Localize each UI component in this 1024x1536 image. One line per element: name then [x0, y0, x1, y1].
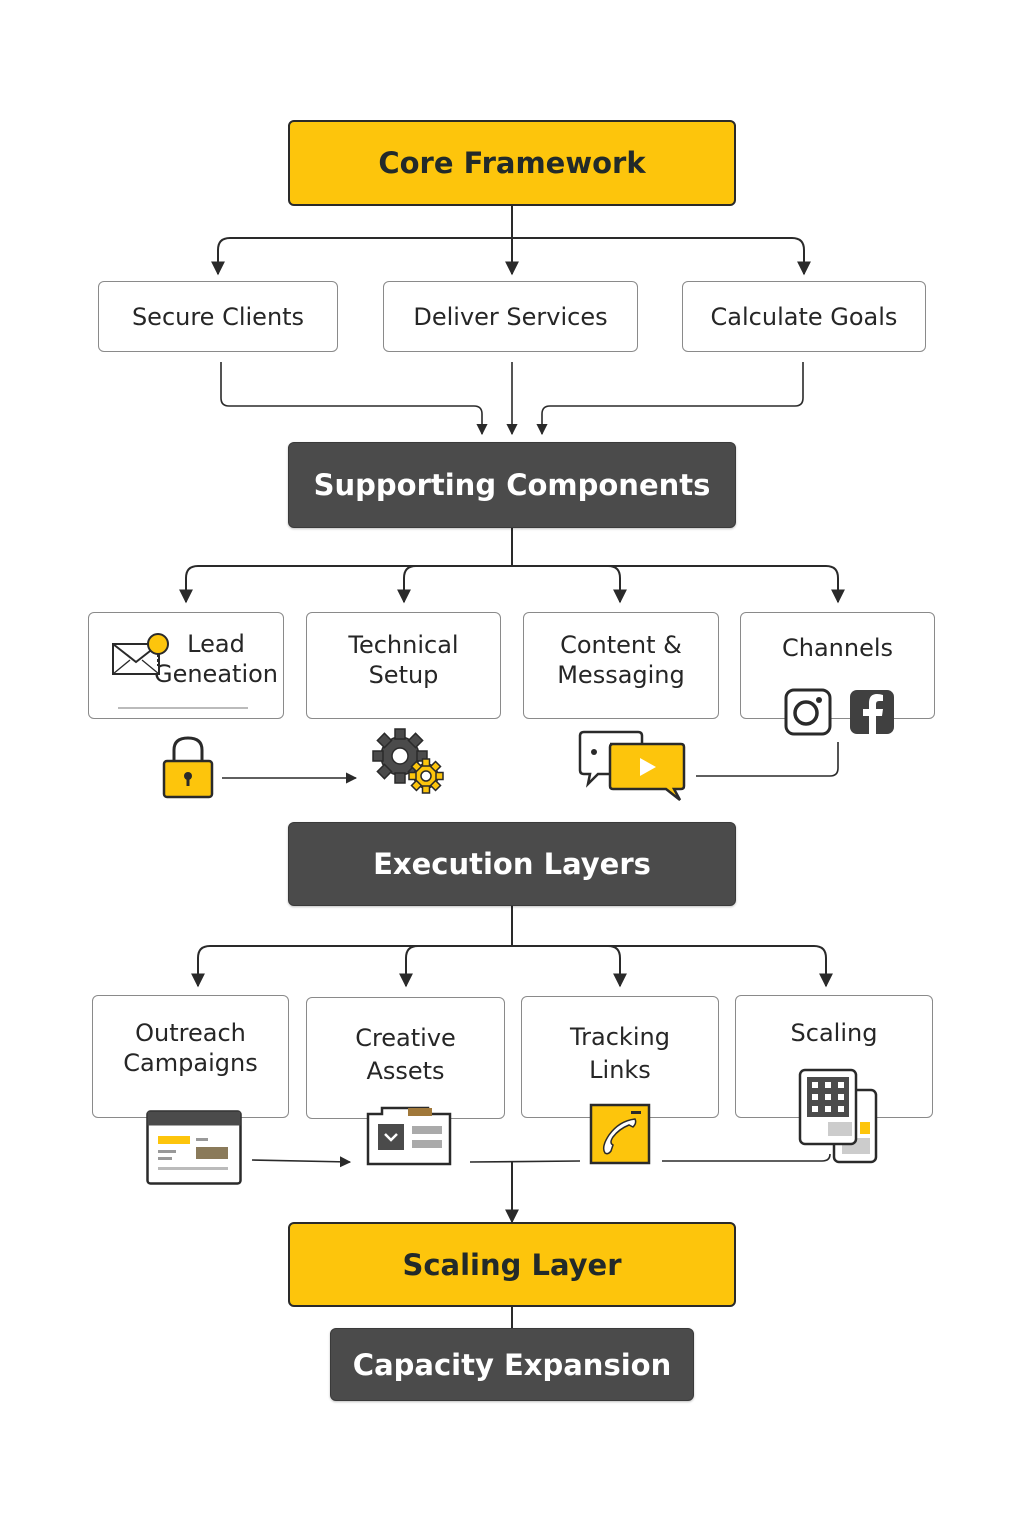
outreach-campaigns-node[interactable]: Outreach Campaigns: [92, 995, 289, 1118]
deliver-services-label: Deliver Services: [413, 302, 608, 331]
content-messaging-line1: Content &: [560, 630, 682, 659]
padlock-icon: [160, 734, 216, 800]
technical-setup-node[interactable]: Technical Setup: [306, 612, 501, 719]
technical-setup-line2: Setup: [368, 660, 439, 689]
supporting-components-node[interactable]: Supporting Components: [288, 442, 736, 528]
capacity-expansion-label: Capacity Expansion: [352, 1347, 672, 1382]
connector-core-to-calculate: [512, 237, 811, 276]
email-notification-icon: [110, 630, 172, 690]
scaling-label: Scaling: [790, 1019, 878, 1047]
connector-execution-to-tracking: [512, 945, 627, 988]
chat-video-icon: [576, 728, 688, 802]
connector-tracking-to-scaling: [662, 1153, 831, 1162]
secure-clients-label: Secure Clients: [131, 302, 305, 331]
creative-assets-node[interactable]: Creative Assets: [306, 997, 505, 1119]
technical-setup-line1: Technical: [348, 630, 459, 659]
outreach-campaigns-line2: Campaigns: [123, 1049, 258, 1077]
connector-execution-to-outreach: [191, 906, 513, 988]
connector-outreach-to-creative: [251, 1156, 352, 1168]
content-messaging-node[interactable]: Content & Messaging: [523, 612, 719, 719]
outreach-campaigns-line1: Outreach: [135, 1019, 246, 1047]
connector-supporting-to-channels: [608, 565, 845, 604]
scaling-layer-node[interactable]: Scaling Layer: [288, 1222, 736, 1307]
gears-icon: [370, 726, 450, 798]
scaling-layer-label: Scaling Layer: [402, 1247, 622, 1282]
secure-clients-node[interactable]: Secure Clients: [98, 281, 338, 352]
connector-supporting-to-lead: [179, 528, 513, 604]
supporting-components-label: Supporting Components: [313, 468, 711, 502]
calculate-goals-node[interactable]: Calculate Goals: [682, 281, 926, 352]
phone-link-icon: [589, 1103, 651, 1165]
channels-label: Channels: [781, 634, 894, 662]
tracking-links-node[interactable]: Tracking Links: [521, 996, 719, 1118]
connector-supporting-to-technical: [397, 565, 417, 604]
tracking-links-line1: Tracking: [570, 1023, 670, 1051]
connector-execution-to-scaling: [608, 945, 833, 988]
execution-layers-node[interactable]: Execution Layers: [288, 822, 736, 906]
underline-decoration: [118, 706, 248, 710]
connector-supporting-to-content: [512, 565, 627, 604]
facebook-icon[interactable]: [848, 688, 896, 736]
content-messaging-line2: Messaging: [557, 660, 685, 689]
connector-chat-to-channels: [696, 742, 839, 777]
core-framework-label: Core Framework: [378, 146, 646, 180]
devices-grid-icon: [798, 1068, 882, 1166]
lead-generation-line2: Geneation: [153, 659, 279, 688]
connector-execution-to-creative: [399, 945, 419, 988]
connector-core-to-secure: [211, 206, 513, 276]
connector-secure-to-supporting: [220, 362, 488, 436]
core-framework-node[interactable]: Core Framework: [288, 120, 736, 206]
creative-assets-line2: Assets: [366, 1057, 445, 1085]
execution-layers-label: Execution Layers: [373, 847, 651, 881]
folder-download-icon: [364, 1104, 456, 1168]
connector-creative-to-tracking: [469, 1160, 581, 1163]
lead-generation-line1: Lead: [187, 629, 245, 658]
tracking-links-line2: Links: [589, 1056, 651, 1084]
web-page-icon: [146, 1110, 242, 1186]
channels-node[interactable]: Channels: [740, 612, 935, 719]
connector-calculate-to-supporting: [536, 362, 804, 436]
deliver-services-node[interactable]: Deliver Services: [383, 281, 638, 352]
creative-assets-line1: Creative: [355, 1024, 456, 1052]
calculate-goals-label: Calculate Goals: [710, 302, 898, 331]
capacity-expansion-node[interactable]: Capacity Expansion: [330, 1328, 694, 1401]
instagram-icon[interactable]: [782, 688, 834, 738]
